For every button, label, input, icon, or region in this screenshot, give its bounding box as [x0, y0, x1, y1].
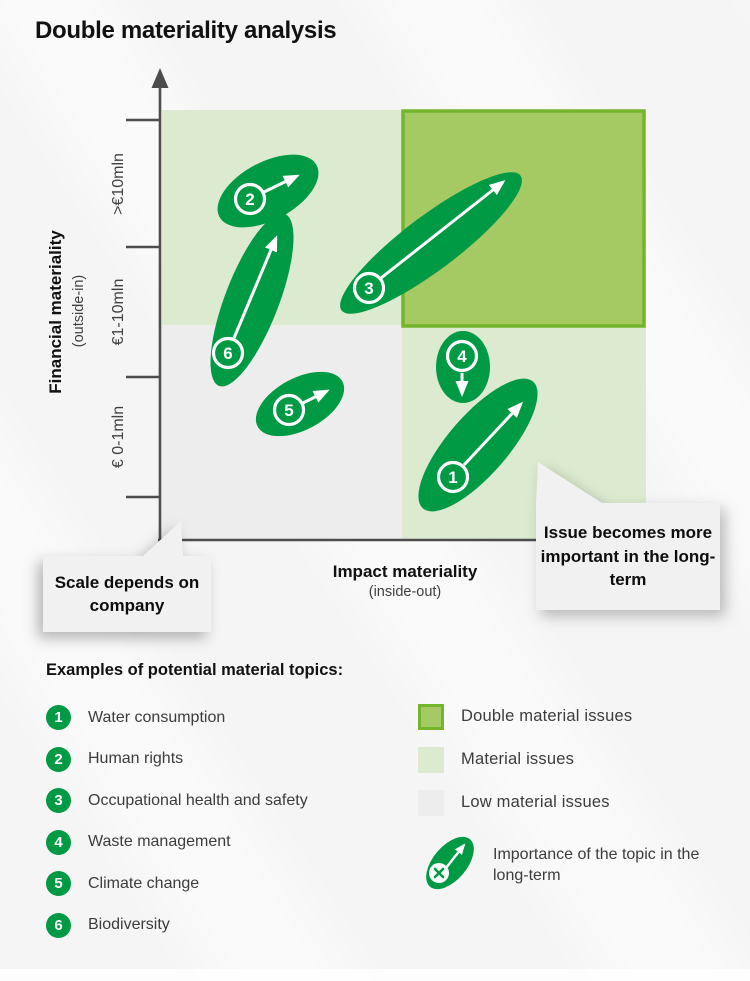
- page-title: Double materiality analysis: [35, 17, 337, 44]
- y-axis-label: Financial materiality: [46, 230, 65, 394]
- scale-callout-bubble: [43, 521, 211, 632]
- topic-6-glyph: 6: [210, 213, 294, 387]
- materiality-chart: 1 2 3 4 5 6 >€10mln €1-10mln € 0-1mln: [43, 68, 720, 632]
- y-axis-sublabel: (outside-in): [71, 274, 87, 348]
- swatch-label: Low material issues: [461, 793, 610, 811]
- longterm-callout-text: Issue becomes more important in the long…: [540, 523, 716, 590]
- legend-topic-2: 2 Human rights: [46, 746, 308, 772]
- topics-layer: 1 2 3 4 5 6: [210, 154, 538, 512]
- legend-topic-5: 5 Climate change: [46, 871, 308, 896]
- topic-number: 1: [448, 468, 457, 487]
- x-axis-sublabel: (inside-out): [368, 584, 442, 600]
- topic-label: Occupational health and safety: [88, 791, 308, 809]
- scale-callout-text: Scale depends on company: [54, 572, 200, 615]
- trend-arrow-icon: [302, 389, 330, 405]
- topic-number-badge: [233, 182, 267, 216]
- importance-trend-icon: [426, 836, 474, 890]
- topic-number-badge: 3: [46, 788, 71, 813]
- y-tick-label: >€10mln: [110, 153, 127, 215]
- topic-ellipse: [340, 172, 522, 314]
- legend-row-material: Material issues: [418, 746, 728, 773]
- importance-label: Importance of the topic in the long-term: [493, 846, 700, 884]
- topic-number-badge: [436, 460, 470, 494]
- topic-number-badge: 4: [46, 829, 71, 855]
- double-material-swatch: [418, 703, 444, 730]
- topic-2-glyph: 2: [217, 154, 319, 228]
- topic-5-glyph: 5: [255, 371, 345, 437]
- topic-number: 5: [284, 401, 293, 420]
- x-axis-label: Impact materiality: [332, 562, 478, 581]
- topic-3-glyph: 3: [340, 172, 522, 314]
- longterm-callout-bubble: [536, 462, 720, 610]
- topic-number: 3: [364, 279, 373, 298]
- topic-label: Water consumption: [88, 708, 226, 726]
- topic-number-badge: [211, 336, 245, 370]
- topic-number-badge: [272, 393, 306, 427]
- trend-arrow-icon: [462, 401, 524, 467]
- topic-number-badge: [352, 271, 386, 305]
- y-tick-label: €1-10mln: [110, 279, 127, 346]
- topic-number-badge: 6: [46, 912, 71, 938]
- topic-number: 6: [223, 344, 232, 363]
- topic-number-badge: 5: [46, 871, 71, 896]
- topic-number: 2: [245, 190, 254, 209]
- topic-4-glyph: 4: [436, 331, 490, 403]
- legend-topic-1: 1 Water consumption: [46, 705, 308, 730]
- swatch-label: Double material issues: [461, 707, 633, 725]
- topic-label: Waste management: [88, 833, 231, 850]
- swatch-label: Material issues: [461, 750, 575, 768]
- topic-number: 4: [457, 347, 467, 366]
- material-swatch: [418, 746, 444, 773]
- quadrant-legend: Double material issues Material issues L…: [418, 703, 728, 898]
- topic-label: Climate change: [88, 874, 200, 892]
- legend-row-low: Low material issues: [418, 789, 728, 816]
- y-axis-arrow-icon: [151, 68, 169, 88]
- y-tick-label: € 0-1mln: [110, 406, 127, 468]
- topic-1-glyph: 1: [418, 378, 538, 512]
- topic-number-badge: 1: [46, 705, 71, 730]
- topic-number-badge: [445, 339, 479, 373]
- topic-label: Biodiversity: [88, 916, 170, 933]
- trend-arrow-icon: [263, 174, 300, 194]
- legend-topic-4: 4 Waste management: [46, 829, 308, 855]
- trend-arrow-icon: [232, 235, 278, 339]
- legend-header: Examples of potential material topics:: [46, 661, 344, 679]
- trend-arrow-icon: [380, 180, 506, 280]
- trend-arrow-icon: [445, 843, 466, 869]
- legend-topic-3: 3 Occupational health and safety: [46, 788, 308, 813]
- legend-topic-6: 6 Biodiversity: [46, 912, 308, 938]
- legend-row-importance: Importance of the topic in the long-term: [418, 832, 728, 898]
- low-material-swatch: [418, 789, 444, 816]
- topic-number-badge: 2: [46, 746, 71, 772]
- bottom-strip: [0, 969, 750, 981]
- topics-legend: 1 Water consumption 2 Human rights 3 Occupati…: [46, 705, 308, 954]
- topic-label: Human rights: [88, 750, 184, 767]
- legend-row-double: Double material issues: [418, 703, 728, 730]
- x-glyph-icon: [433, 867, 445, 879]
